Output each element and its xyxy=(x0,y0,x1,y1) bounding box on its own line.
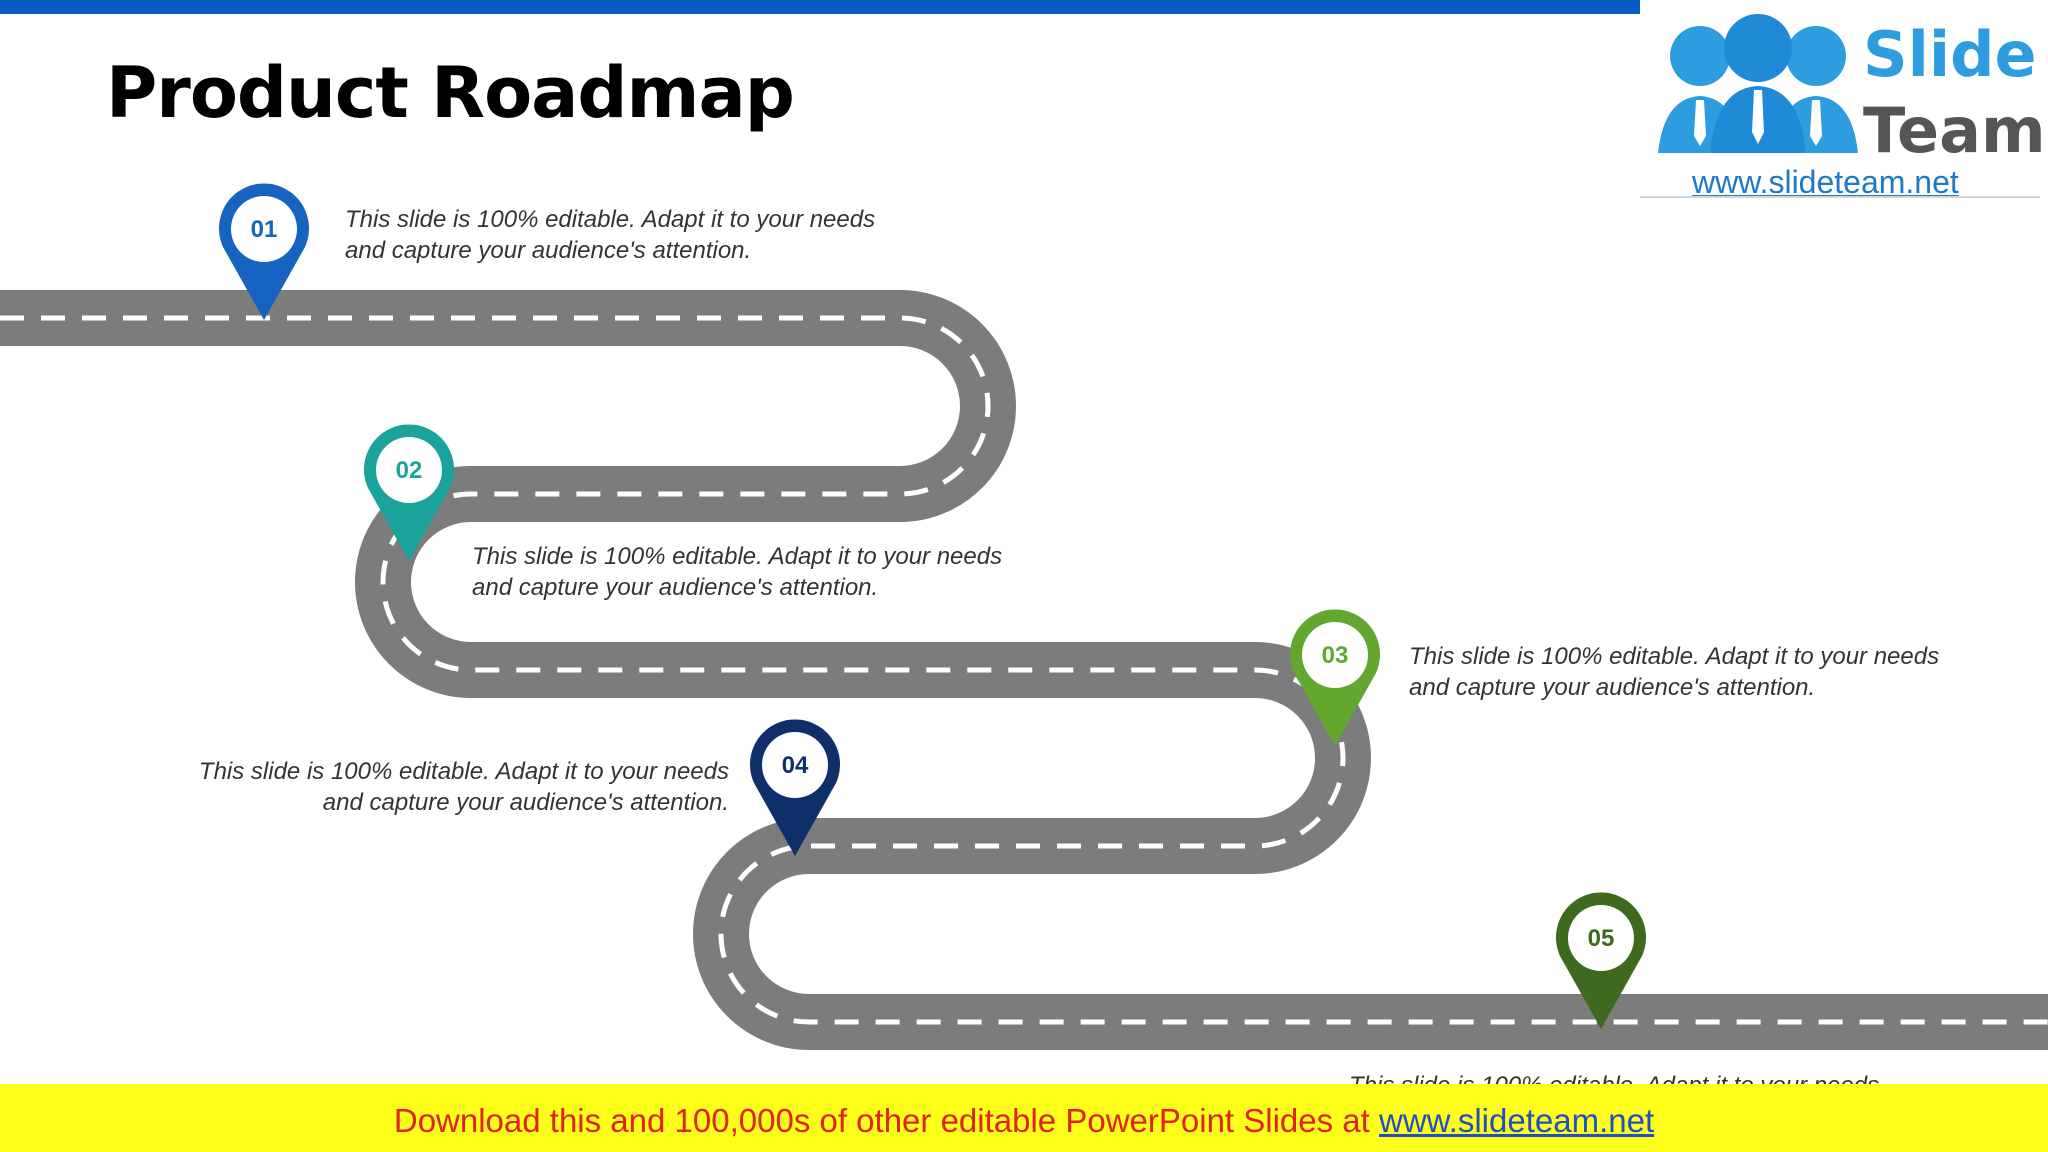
milestone-description-02: This slide is 100% editable. Adapt it to… xyxy=(472,541,1002,603)
milestone-number-03: 03 xyxy=(1321,642,1349,669)
logo-divider xyxy=(1640,196,2040,198)
milestone-number-01: 01 xyxy=(250,216,278,243)
download-banner: Download this and 100,000s of other edit… xyxy=(0,1084,2048,1152)
logo-url-link[interactable]: www.slideteam.net xyxy=(1692,164,1959,200)
banner-link[interactable]: www.slideteam.net xyxy=(1379,1102,1655,1139)
milestone-description-01: This slide is 100% editable. Adapt it to… xyxy=(345,204,875,266)
milestone-number-04: 04 xyxy=(781,752,809,779)
milestone-description-04: This slide is 100% editable. Adapt it to… xyxy=(199,756,729,818)
description-line: This slide is 100% editable. Adapt it to… xyxy=(345,206,876,233)
map-pin-icon-04[interactable] xyxy=(750,719,840,856)
milestone-description-05: This slide is 100% editable. Adapt it to… xyxy=(1349,1070,1879,1084)
milestone-number-02: 02 xyxy=(395,457,423,484)
logo-word-slide: Slide xyxy=(1863,18,2037,91)
description-line: and capture your audience's attention. xyxy=(472,574,879,601)
logo-word-team: Team xyxy=(1863,94,2046,167)
description-line: and capture your audience's attention. xyxy=(1409,674,1816,701)
milestone-description-03: This slide is 100% editable. Adapt it to… xyxy=(1409,641,1939,703)
slide-title: Product Roadmap xyxy=(106,52,795,134)
milestone-number-05: 05 xyxy=(1587,925,1615,952)
description-line: This slide is 100% editable. Adapt it to… xyxy=(1409,643,1940,670)
road-lane-marking xyxy=(0,315,2048,1025)
banner-text: Download this and 100,000s of other edit… xyxy=(394,1102,1654,1140)
map-pin-icon-05[interactable] xyxy=(1556,892,1647,1029)
slideteam-logo[interactable]: Slide Team www.slideteam.net xyxy=(1640,0,2046,200)
description-line: This slide is 100% editable. Adapt it to… xyxy=(472,543,1003,570)
description-line: and capture your audience's attention. xyxy=(345,237,752,264)
description-line: This slide is 100% editable. Adapt it to… xyxy=(1349,1070,1879,1084)
top-accent-bar xyxy=(0,0,1640,14)
banner-message: Download this and 100,000s of other edit… xyxy=(393,1102,1370,1139)
description-line: This slide is 100% editable. Adapt it to… xyxy=(198,758,729,785)
map-pin-icon-01[interactable] xyxy=(218,183,309,320)
description-line: and capture your audience's attention. xyxy=(322,789,729,816)
map-pin-icon-02[interactable] xyxy=(364,424,455,561)
team-people-icon xyxy=(1658,14,1858,153)
map-pin-icon-03[interactable] xyxy=(1290,609,1381,746)
